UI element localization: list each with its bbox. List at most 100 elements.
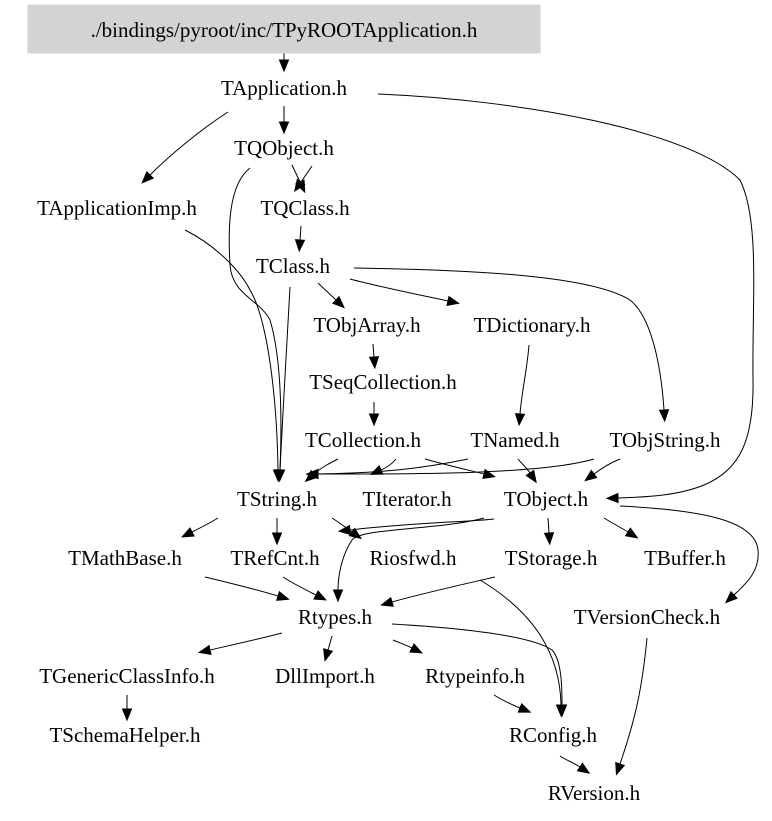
edge-Rtypeinfo-to-RConfig — [493, 694, 521, 709]
edge-TNamed-to-TObject — [517, 458, 531, 474]
node-Rtypeinfo[interactable]: Rtypeinfo.h — [425, 664, 525, 688]
node-TSeqCollection[interactable]: TSeqCollection.h — [309, 370, 457, 394]
arrowhead-TClass-to-TObjArray — [332, 295, 345, 309]
edge-TObjString-to-TObject — [593, 458, 621, 475]
node-label: TRefCnt.h — [230, 546, 320, 570]
edge-TObject-to-TBuffer — [603, 517, 629, 533]
node-TApplication[interactable]: TApplication.h — [221, 76, 348, 100]
arrowhead-TGenericClassInfo-to-TSchemaHelper — [121, 708, 133, 722]
node-label: TSchemaHelper.h — [49, 723, 201, 747]
arrowhead-TVersionCheck-to-RVersion — [615, 761, 626, 776]
edge-Rtypes-to-Rtypeinfo — [392, 639, 413, 649]
node-label: DllImport.h — [275, 664, 375, 688]
node-TQClass[interactable]: TQClass.h — [260, 196, 350, 220]
edge-TObjString-to-TString — [317, 458, 595, 475]
node-label: Rtypes.h — [298, 605, 373, 629]
arrowhead-TQClass-to-TClass — [294, 239, 306, 253]
node-TIterator[interactable]: TIterator.h — [362, 487, 452, 511]
arrowhead-TString-to-TRefCnt — [271, 532, 283, 546]
node-label: TVersionCheck.h — [574, 605, 721, 629]
edge-TStorage-to-Rtypes — [391, 576, 496, 603]
node-TDictionary[interactable]: TDictionary.h — [473, 313, 591, 337]
graph-edges — [121, 46, 759, 776]
node-label: TDictionary.h — [473, 313, 591, 337]
node-TBuffer[interactable]: TBuffer.h — [644, 546, 726, 570]
node-TApplicationImp[interactable]: TApplicationImp.h — [37, 196, 197, 220]
edge-TMathBase-to-Rtypes — [204, 576, 279, 597]
edge-TApplication-to-TApplicationImp — [149, 111, 229, 176]
edge-TObjArray-to-TSeqCollection — [372, 343, 375, 358]
edge-TQObject-to-TQClass — [291, 164, 301, 183]
edge-TCollection-to-TIterator — [380, 458, 397, 471]
node-TVersionCheck[interactable]: TVersionCheck.h — [574, 605, 721, 629]
node-TObjArray[interactable]: TObjArray.h — [313, 313, 421, 337]
edge-TQClass-to-TClass — [299, 225, 302, 241]
arrowhead-TApplication-to-TObject — [605, 492, 619, 504]
arrowhead-TObject-to-TStorage — [543, 532, 555, 546]
node-RConfig[interactable]: RConfig.h — [509, 723, 598, 747]
node-label: TObject.h — [504, 487, 589, 511]
node-TRefCnt[interactable]: TRefCnt.h — [230, 546, 320, 570]
arrowhead-TObject-to-Rtypes — [332, 589, 344, 603]
node-root[interactable]: ./bindings/pyroot/inc/TPyROOTApplication… — [27, 4, 541, 54]
edge-TStorage-to-RConfig — [479, 579, 562, 706]
node-label: TObjString.h — [609, 428, 721, 452]
arrowhead-TNamed-to-TObject — [525, 469, 537, 484]
edge-TApplication-to-TObject — [377, 93, 755, 499]
arrowhead-Rtypes-to-TGenericClassInfo — [197, 644, 212, 656]
node-label: TNamed.h — [470, 428, 560, 452]
edge-Rtypes-to-TGenericClassInfo — [209, 632, 283, 651]
node-label: TSeqCollection.h — [309, 370, 457, 394]
node-label: TClass.h — [256, 254, 331, 278]
node-label: RVersion.h — [548, 781, 641, 805]
edge-Rtypes-to-RConfig — [391, 623, 563, 706]
arrowhead-TObject-to-Riosfwd — [337, 524, 352, 536]
node-TNamed[interactable]: TNamed.h — [470, 428, 560, 452]
node-TObject[interactable]: TObject.h — [504, 487, 589, 511]
arrowhead-TQObject-to-TQClass-1 — [294, 178, 306, 193]
arrowhead-Rtypeinfo-to-RConfig — [517, 702, 532, 713]
arrowhead-RConfig-to-RVersion — [576, 762, 591, 774]
arrowhead-TDictionary-to-TNamed — [514, 413, 526, 427]
node-TObjString[interactable]: TObjString.h — [609, 428, 721, 452]
arrowhead-TApplication-to-TApplicationImp — [141, 170, 155, 184]
node-label: TIterator.h — [362, 487, 452, 511]
node-RVersion[interactable]: RVersion.h — [548, 781, 641, 805]
edge-TQObject-to-TString — [228, 167, 282, 471]
node-TClass[interactable]: TClass.h — [256, 254, 331, 278]
node-label: TBuffer.h — [644, 546, 726, 570]
node-label: Riosfwd.h — [370, 546, 457, 570]
node-TGenericClassInfo[interactable]: TGenericClassInfo.h — [39, 664, 215, 688]
edge-Rtypes-to-DllImport — [327, 635, 333, 651]
arrowhead-root-to-TApplication — [278, 59, 290, 73]
arrowhead-TClass-to-TString — [274, 469, 286, 483]
edge-TClass-to-TDictionary — [349, 278, 449, 302]
arrowhead-TObject-to-TBuffer — [624, 527, 639, 539]
arrowhead-TRefCnt-to-Rtypes — [313, 590, 328, 601]
node-label: TMathBase.h — [68, 546, 182, 570]
edge-TRefCnt-to-Rtypes — [282, 576, 317, 596]
node-TCollection[interactable]: TCollection.h — [305, 428, 422, 452]
edge-TDictionary-to-TNamed — [519, 344, 530, 415]
node-Rtypes[interactable]: Rtypes.h — [298, 605, 373, 629]
node-label: TQObject.h — [234, 136, 334, 160]
arrowhead-TObjString-to-TString — [305, 468, 319, 480]
node-label: TApplicationImp.h — [37, 196, 197, 220]
node-TMathBase[interactable]: TMathBase.h — [68, 546, 182, 570]
arrowhead-Rtypes-to-DllImport — [323, 648, 334, 662]
edge-TQObject-to-TQClass-1 — [300, 165, 313, 183]
node-label: TCollection.h — [305, 428, 422, 452]
edge-TApplicationImp-to-TString — [184, 229, 279, 471]
node-Riosfwd[interactable]: Riosfwd.h — [370, 546, 457, 570]
edge-TCollection-to-TObject — [424, 458, 485, 475]
node-TSchemaHelper[interactable]: TSchemaHelper.h — [49, 723, 201, 747]
arrowhead-Rtypes-to-RConfig — [556, 704, 568, 718]
edge-TVersionCheck-to-RVersion — [619, 637, 648, 765]
node-TQObject[interactable]: TQObject.h — [234, 136, 334, 160]
node-DllImport[interactable]: DllImport.h — [275, 664, 375, 688]
edge-TObject-to-TVersionCheck — [619, 505, 759, 596]
arrowhead-Rtypes-to-Rtypeinfo — [409, 643, 424, 654]
node-TString[interactable]: TString.h — [237, 487, 317, 511]
node-TStorage[interactable]: TStorage.h — [505, 546, 598, 570]
